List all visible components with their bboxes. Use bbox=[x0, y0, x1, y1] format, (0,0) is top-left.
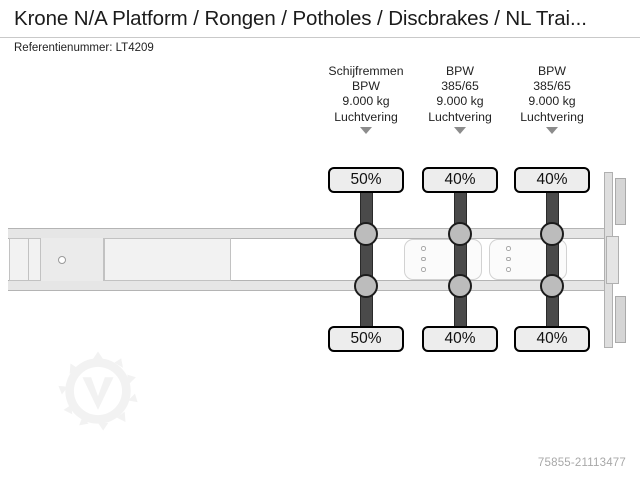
axle-spec-2-line-3: 9.000 kg bbox=[436, 94, 484, 109]
rear-tab-top bbox=[615, 178, 626, 225]
axle-spec-2-line-2: 385/65 bbox=[441, 79, 479, 94]
front-divider-3 bbox=[104, 238, 105, 281]
front-divider-1 bbox=[28, 238, 29, 281]
axle-bar-2 bbox=[454, 170, 467, 350]
axle-spec-2-line-4: Luchtvering bbox=[428, 109, 492, 124]
axle-load-badge-2-top: 40% bbox=[422, 167, 498, 193]
front-divider-2 bbox=[40, 238, 41, 281]
axle-spec-2-line-1: BPW bbox=[445, 64, 474, 78]
page-title: Krone N/A Platform / Rongen / Potholes /… bbox=[14, 7, 587, 30]
axle-spec-3-line-4: Luchtvering bbox=[520, 109, 584, 124]
rear-tab-bottom bbox=[615, 296, 626, 343]
axle-hub-2-bottom bbox=[448, 274, 472, 298]
chevron-down-icon bbox=[360, 126, 372, 134]
axle-spec-3-line-3: 9.000 kg bbox=[528, 94, 576, 109]
chassis-rail-bottom bbox=[8, 280, 612, 291]
axle-spec-3-line-2: 385/65 bbox=[533, 79, 571, 94]
axle-hub-2-top bbox=[448, 222, 472, 246]
axle-spec-3: BPW 385/65 9.000 kg Luchtvering bbox=[487, 64, 617, 134]
axle-spec-1: Schijfremmen BPW 9.000 kg Luchtvering bbox=[301, 64, 431, 134]
gear-m-watermark-icon bbox=[55, 348, 141, 434]
axle-hub-3-top bbox=[540, 222, 564, 246]
header-divider bbox=[0, 37, 640, 38]
chevron-down-icon bbox=[454, 126, 466, 134]
axle-spec-1-line-4: Luchtvering bbox=[334, 109, 398, 124]
axle-hub-3-bottom bbox=[540, 274, 564, 298]
axle-load-badge-2-bottom: 40% bbox=[422, 326, 498, 352]
axle-spec-2: BPW 385/65 9.000 kg Luchtvering bbox=[395, 64, 525, 134]
suspension-dots-1 bbox=[421, 246, 426, 278]
axle-spec-1-line-1: Schijfremmen bbox=[328, 64, 404, 78]
axle-load-badge-3-top: 40% bbox=[514, 167, 590, 193]
chevron-down-icon bbox=[546, 126, 558, 134]
axle-load-badge-1-bottom: 50% bbox=[328, 326, 404, 352]
chassis-rail-top bbox=[8, 228, 612, 239]
axle-spec-3-line-1: BPW bbox=[537, 64, 566, 78]
axle-load-badge-1-top: 50% bbox=[328, 167, 404, 193]
axle-spec-1-line-3: 9.000 kg bbox=[342, 94, 390, 109]
axle-spec-1-line-2: BPW bbox=[351, 79, 380, 94]
axle-bar-3 bbox=[546, 170, 559, 350]
axle-load-badge-3-bottom: 40% bbox=[514, 326, 590, 352]
rear-center-brace bbox=[606, 236, 619, 284]
reference-number: Referentienummer: LT4209 bbox=[14, 42, 154, 54]
kingpin-plate bbox=[40, 238, 104, 281]
suspension-dots-2 bbox=[506, 246, 511, 278]
axle-hub-1-bottom bbox=[354, 274, 378, 298]
axle-hub-1-top bbox=[354, 222, 378, 246]
axle-bar-1 bbox=[360, 170, 373, 350]
image-id: 75855-21113477 bbox=[537, 457, 626, 469]
page-header: Krone N/A Platform / Rongen / Potholes /… bbox=[0, 0, 640, 58]
kingpin-ring-icon bbox=[58, 256, 66, 264]
suspension-panel-1 bbox=[404, 239, 482, 280]
